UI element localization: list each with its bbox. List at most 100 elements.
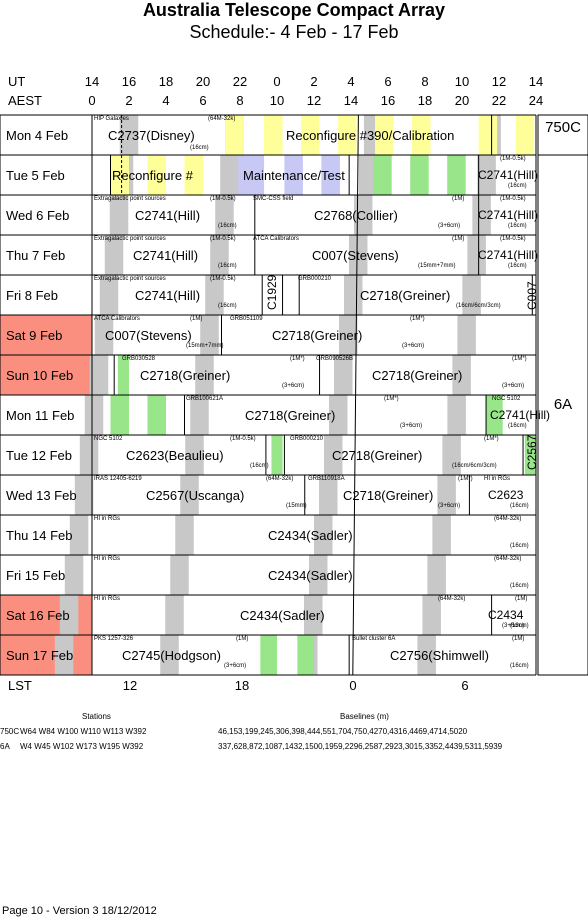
reconfig-block	[301, 115, 320, 155]
night-band	[333, 355, 353, 395]
night-band	[54, 635, 74, 675]
project-note: (16cm)	[218, 223, 237, 229]
day-cell	[0, 315, 92, 355]
day-cell	[0, 155, 92, 195]
green-block	[373, 155, 392, 195]
night-band	[353, 195, 373, 235]
night-band	[170, 555, 189, 595]
project-note: (16cm)	[508, 223, 527, 229]
night-band	[462, 275, 481, 315]
reconfig-block	[264, 115, 283, 155]
project-note: (1M-0.5k)	[210, 276, 236, 282]
page-title: Australia Telescope Compact Array	[142, 0, 446, 20]
project-note: (3+6cm)	[502, 383, 525, 389]
project-note: (3+6cm)	[502, 623, 525, 629]
project-label: C2434(Sadler)	[268, 568, 353, 583]
project-note: Extragalactic point sources	[94, 196, 166, 202]
project-label-vertical: C2567	[525, 434, 539, 470]
night-band	[215, 195, 234, 235]
night-band	[195, 355, 214, 395]
night-band	[59, 595, 79, 635]
night-band	[467, 235, 486, 275]
project-note: (64M-32k)	[266, 476, 294, 482]
project-label: C2718(Greiner)	[343, 488, 434, 503]
project-note: GRB100621A	[186, 396, 224, 402]
project-note: (1M-0.5k)	[500, 236, 526, 242]
lst-tick: 18	[234, 678, 250, 693]
axis-tick: 2	[125, 93, 133, 108]
project-note: GRB030528	[122, 356, 156, 362]
reconfig-block	[147, 155, 166, 195]
night-band	[304, 595, 323, 635]
day-cell	[0, 235, 92, 275]
project-label: C2434	[488, 608, 524, 622]
project-label: C2434(Sadler)	[240, 608, 325, 623]
night-band	[447, 395, 466, 435]
day-cell	[0, 275, 92, 315]
project-note: (16cm)	[190, 145, 209, 151]
lst-tick: 0	[349, 678, 357, 693]
axis-tick: 14	[84, 74, 100, 89]
night-band	[328, 395, 348, 435]
project-note: (16cm)	[510, 623, 529, 629]
project-label: C2623(Beaulieu)	[126, 448, 224, 463]
project-note: (16cm/6cm/3cm)	[452, 463, 497, 469]
project-note: ATCA Calibrators	[94, 316, 140, 322]
lst-zero-line	[352, 114, 359, 676]
project-note: (1M-0.5k)	[500, 196, 526, 202]
night-band	[309, 555, 328, 595]
maintenance-block	[321, 155, 340, 195]
legend-stations-6a: W4 W45 W102 W173 W195 W392	[20, 742, 144, 751]
axis-tick: 20	[195, 74, 211, 89]
project-note: (15mm)	[286, 503, 307, 509]
legend-config-6a: 6A	[0, 742, 10, 751]
reconfig-block	[184, 155, 203, 195]
project-note: NGC 5102	[94, 436, 123, 442]
night-band	[358, 155, 378, 195]
config-label-750c: 750C	[545, 119, 581, 136]
night-band	[338, 315, 358, 355]
project-label: C007(Stevens)	[312, 248, 399, 263]
night-band	[452, 355, 471, 395]
project-note: GRB051109	[230, 316, 263, 322]
night-band	[432, 515, 451, 555]
green-block	[110, 395, 129, 435]
project-note: (15mm+7mm)	[186, 343, 224, 349]
night-band	[185, 435, 204, 475]
project-label-vertical: C007	[525, 281, 539, 310]
legend-baselines-750c: 46,153,199,245,306,398,444,551,704,750,4…	[218, 727, 468, 736]
axis-tick: 2	[310, 74, 318, 89]
axis-tick: 22	[491, 93, 507, 108]
project-note: (3+6cm)	[400, 423, 423, 429]
project-note: (1M)	[512, 636, 525, 642]
project-note: (16cm)	[508, 423, 527, 429]
project-note: (3+6cm)	[438, 503, 461, 509]
project-label: C2567(Uscanga)	[146, 488, 245, 503]
night-band	[200, 315, 219, 355]
project-label: C2741(Hill)	[490, 408, 551, 422]
project-note: GRB110918A	[308, 476, 345, 482]
axis-tick: 16	[380, 93, 396, 108]
project-note: (16cm)	[250, 463, 269, 469]
baselines-title: Baselines (m)	[340, 712, 389, 721]
project-label: C2741(Hill)	[133, 248, 199, 263]
axis-tick: 16	[121, 74, 137, 89]
project-note: HI in RGs	[94, 596, 121, 602]
day-label: Wed 13 Feb	[6, 487, 77, 503]
ut-label: UT	[8, 74, 26, 89]
day-label: Thu 14 Feb	[6, 527, 73, 543]
axis-tick: 0	[88, 93, 96, 108]
axis-tick: 4	[347, 74, 355, 89]
project-note: HI in RGs	[94, 556, 121, 562]
project-note: (1M*)	[484, 436, 499, 442]
green-block	[524, 435, 536, 475]
axis-tick: 6	[384, 74, 392, 89]
project-label: C2741(Hill)	[135, 208, 201, 223]
project-note: (16cm)	[510, 663, 529, 669]
day-label: Sat 16 Feb	[6, 607, 70, 623]
config-box-6a	[537, 154, 588, 676]
project-note: (16cm)	[508, 183, 527, 189]
project-note: NGC 5102	[492, 396, 521, 402]
project-note: Extragalactic point sources	[94, 236, 166, 242]
